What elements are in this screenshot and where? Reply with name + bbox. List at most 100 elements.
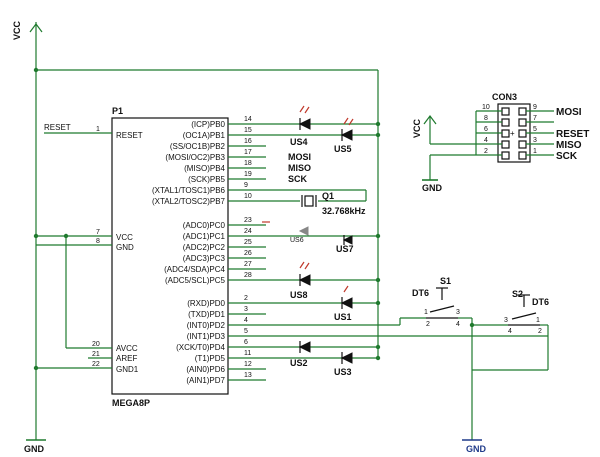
svg-text:16: 16 bbox=[244, 138, 252, 145]
svg-text:4: 4 bbox=[456, 321, 460, 328]
gnd-symbol-right: GND bbox=[462, 439, 487, 454]
svg-text:13: 13 bbox=[244, 372, 252, 379]
svg-text:3: 3 bbox=[456, 309, 460, 316]
svg-text:(ADC3)PC3: (ADC3)PC3 bbox=[183, 254, 226, 263]
svg-text:1: 1 bbox=[533, 148, 537, 155]
svg-text:(XTAL2/TOSC2)PB7: (XTAL2/TOSC2)PB7 bbox=[152, 197, 226, 206]
miso-net-label: MISO bbox=[288, 163, 311, 173]
svg-text:19: 19 bbox=[244, 171, 252, 178]
mcu-right-pin-lines bbox=[228, 123, 266, 381]
svg-text:(INT0)PD2: (INT0)PD2 bbox=[187, 321, 226, 330]
led-us4: US4 bbox=[290, 105, 311, 147]
switch-s1: S1 DT6 1 2 3 4 bbox=[400, 276, 473, 370]
mcu-body bbox=[111, 117, 229, 395]
crystal-q1: Q1 32.768kHz bbox=[266, 189, 367, 216]
switch-s1-type: DT6 bbox=[412, 288, 429, 298]
reset-net-label: RESET bbox=[44, 123, 71, 132]
led-us5: US5 bbox=[334, 117, 354, 154]
pin-num: 1 bbox=[96, 126, 100, 133]
svg-text:15: 15 bbox=[244, 127, 252, 134]
led-us2: US2 bbox=[290, 341, 311, 368]
led-us7-label: US7 bbox=[336, 244, 354, 254]
led-us8-label: US8 bbox=[290, 290, 308, 300]
svg-text:(ADC2)PC2: (ADC2)PC2 bbox=[183, 243, 226, 252]
svg-text:18: 18 bbox=[244, 160, 252, 167]
svg-text:2: 2 bbox=[538, 328, 542, 335]
svg-text:4: 4 bbox=[244, 317, 248, 324]
gnd-label-right: GND bbox=[466, 444, 487, 454]
svg-text:1: 1 bbox=[424, 309, 428, 316]
svg-text:(AIN1)PD7: (AIN1)PD7 bbox=[186, 376, 225, 385]
svg-text:(SCK)PB5: (SCK)PB5 bbox=[188, 175, 225, 184]
led-us6: US6 bbox=[290, 226, 309, 244]
svg-text:3: 3 bbox=[533, 137, 537, 144]
crystal-value: 32.768kHz bbox=[322, 206, 366, 216]
pin-num: 22 bbox=[92, 361, 100, 368]
svg-text:(T1)PD5: (T1)PD5 bbox=[195, 354, 226, 363]
led-us3-label: US3 bbox=[334, 367, 352, 377]
svg-text:5: 5 bbox=[244, 328, 248, 335]
svg-text:5: 5 bbox=[533, 126, 537, 133]
con-sck: SCK bbox=[556, 151, 578, 162]
pin-name: GND1 bbox=[116, 365, 139, 374]
svg-text:+: + bbox=[510, 129, 515, 138]
mosi-net-label: MOSI bbox=[288, 152, 311, 162]
svg-text:2: 2 bbox=[244, 295, 248, 302]
led-us6-label: US6 bbox=[290, 237, 304, 244]
svg-text:25: 25 bbox=[244, 239, 252, 246]
gnd-symbol-left: GND bbox=[24, 439, 46, 454]
connector-ref: CON3 bbox=[492, 92, 517, 102]
svg-text:27: 27 bbox=[244, 261, 252, 268]
svg-text:9: 9 bbox=[244, 182, 248, 189]
svg-text:(RXD)PD0: (RXD)PD0 bbox=[187, 299, 225, 308]
svg-text:14: 14 bbox=[244, 116, 252, 123]
pin-name: AREF bbox=[116, 354, 137, 363]
gnd-label-connector: GND bbox=[422, 183, 443, 193]
led-us2-label: US2 bbox=[290, 358, 308, 368]
svg-text:(OC1A)PB1: (OC1A)PB1 bbox=[183, 131, 226, 140]
vcc-label-main: VCC bbox=[12, 20, 22, 40]
svg-text:3: 3 bbox=[504, 317, 508, 324]
svg-text:(ICP)PB0: (ICP)PB0 bbox=[191, 120, 225, 129]
svg-text:4: 4 bbox=[484, 137, 488, 144]
svg-text:(INT1)PD3: (INT1)PD3 bbox=[187, 332, 226, 341]
svg-text:(ADC1)PC1: (ADC1)PC1 bbox=[183, 232, 226, 241]
svg-text:(ADC5/SCL)PC5: (ADC5/SCL)PC5 bbox=[165, 276, 226, 285]
mcu-left-pins: 1 RESET RESET 7 VCC 8 GND 20 AVCC 21 ARE… bbox=[36, 123, 143, 374]
svg-text:6: 6 bbox=[244, 339, 248, 346]
svg-text:(MISO)PB4: (MISO)PB4 bbox=[184, 164, 225, 173]
svg-text:2: 2 bbox=[484, 148, 488, 155]
mcu-part: MEGA8P bbox=[112, 398, 150, 408]
connector-con3: CON3 + 10 8 6 4 2 9 7 5 3 1 bbox=[475, 92, 589, 163]
svg-text:(ADC4/SDA)PC4: (ADC4/SDA)PC4 bbox=[164, 265, 225, 274]
led-us1-label: US1 bbox=[334, 312, 352, 322]
pin-num: 20 bbox=[92, 341, 100, 348]
sck-net-label: SCK bbox=[288, 174, 308, 184]
svg-text:10: 10 bbox=[482, 104, 490, 111]
svg-text:(AIN0)PD6: (AIN0)PD6 bbox=[186, 365, 225, 374]
svg-text:(XCK/T0)PD4: (XCK/T0)PD4 bbox=[176, 343, 225, 352]
led-us4-label: US4 bbox=[290, 137, 308, 147]
svg-text:9: 9 bbox=[533, 104, 537, 111]
svg-text:4: 4 bbox=[508, 328, 512, 335]
svg-text:(XTAL1/TOSC1)PB6: (XTAL1/TOSC1)PB6 bbox=[152, 186, 226, 195]
gnd-label-left: GND bbox=[24, 444, 45, 454]
svg-text:26: 26 bbox=[244, 250, 252, 257]
svg-text:12: 12 bbox=[244, 361, 252, 368]
svg-text:(TXD)PD1: (TXD)PD1 bbox=[188, 310, 225, 319]
pin-num: 7 bbox=[96, 229, 100, 236]
con-miso: MISO bbox=[556, 140, 582, 151]
svg-text:(ADC0)PC0: (ADC0)PC0 bbox=[183, 221, 226, 230]
crystal-ref: Q1 bbox=[322, 191, 334, 201]
svg-text:(SS/OC1B)PB2: (SS/OC1B)PB2 bbox=[170, 142, 226, 151]
mcu-ref: P1 bbox=[112, 106, 123, 116]
pin-name: AVCC bbox=[116, 344, 138, 353]
led-us7: US7 bbox=[336, 235, 354, 254]
led-us1: US1 bbox=[334, 285, 353, 322]
svg-text:(MOSI/OC2)PB3: (MOSI/OC2)PB3 bbox=[165, 153, 225, 162]
pin-name: VCC bbox=[116, 233, 133, 242]
pin-name: RESET bbox=[116, 131, 143, 140]
switch-s2-ref: S2 bbox=[512, 289, 523, 299]
svg-text:3: 3 bbox=[244, 306, 248, 313]
